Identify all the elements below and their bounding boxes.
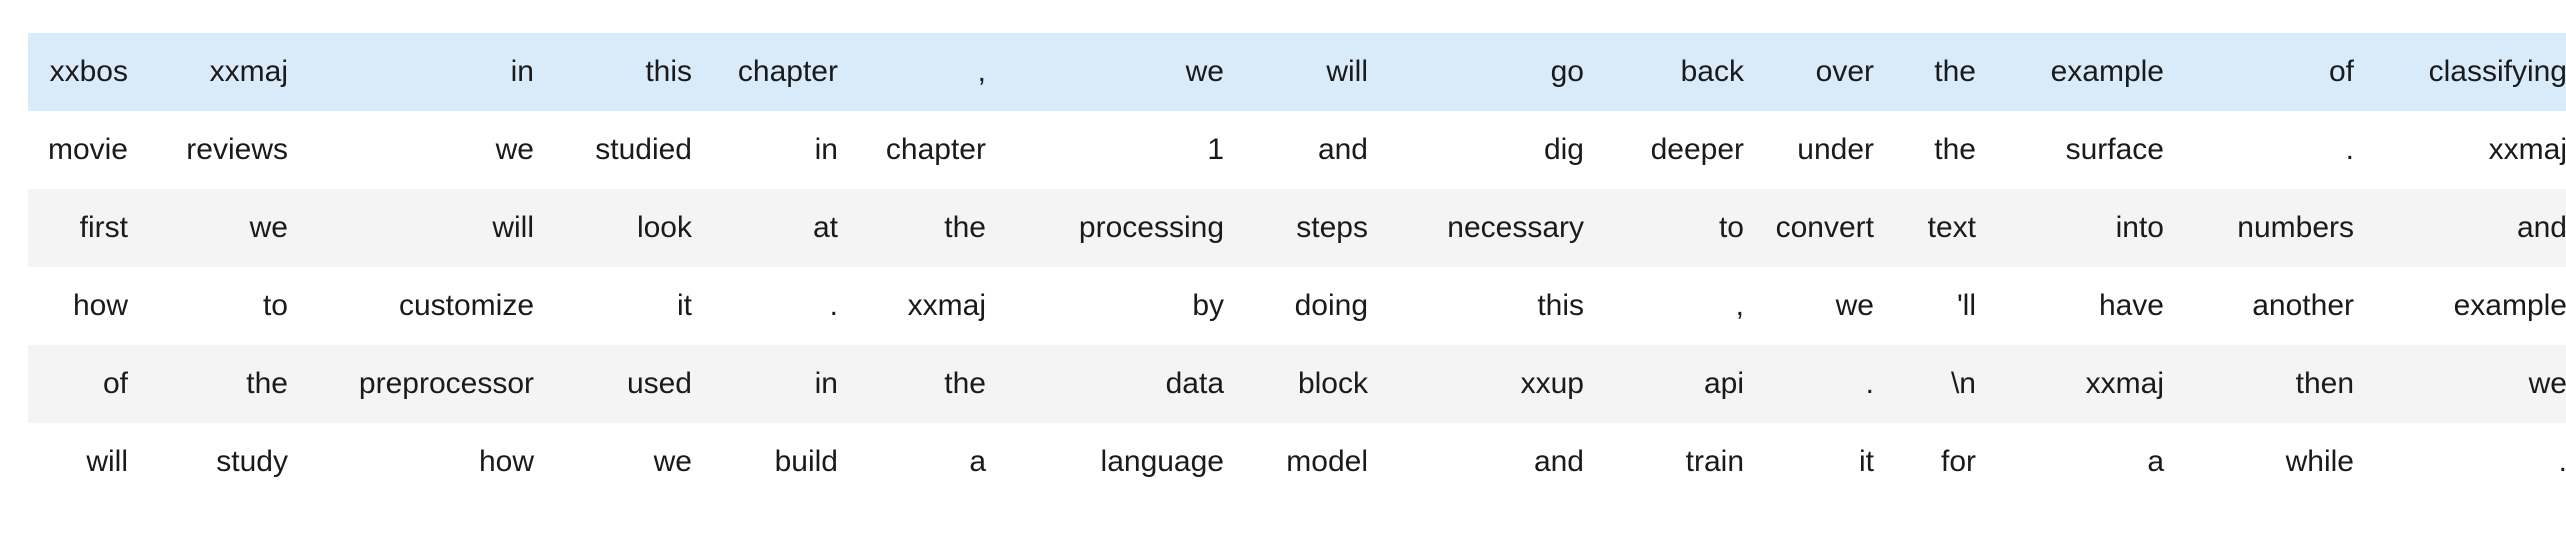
token-cell: into: [1994, 189, 2182, 267]
token-cell: dig: [1386, 111, 1602, 189]
token-cell: .: [710, 267, 856, 345]
token-cell: text: [1892, 189, 1994, 267]
token-cell: it: [552, 267, 710, 345]
table-row: movie reviews we studied in chapter 1 an…: [28, 111, 2566, 189]
table-row: will study how we build a language model…: [28, 423, 2566, 501]
token-cell: the: [1892, 111, 1994, 189]
token-table: xxbos xxmaj in this chapter , we will go…: [28, 33, 2566, 501]
token-cell: in: [710, 345, 856, 423]
token-cell: chapter: [710, 33, 856, 111]
token-cell: a: [856, 423, 1004, 501]
token-cell: .: [1762, 345, 1892, 423]
token-cell: block: [1242, 345, 1386, 423]
token-cell: it: [1762, 423, 1892, 501]
table-row: of the preprocessor used in the data blo…: [28, 345, 2566, 423]
token-cell: xxmaj: [1994, 345, 2182, 423]
token-cell: .: [2372, 423, 2566, 501]
token-cell: model: [1242, 423, 1386, 501]
token-cell: studied: [552, 111, 710, 189]
token-cell: we: [146, 189, 306, 267]
token-cell: convert: [1762, 189, 1892, 267]
token-cell: back: [1602, 33, 1762, 111]
token-cell: in: [710, 111, 856, 189]
token-cell: the: [1892, 33, 1994, 111]
token-cell: ,: [856, 33, 1004, 111]
table-row: xxbos xxmaj in this chapter , we will go…: [28, 33, 2566, 111]
table-row: how to customize it . xxmaj by doing thi…: [28, 267, 2566, 345]
token-cell: of: [28, 345, 146, 423]
token-cell: surface: [1994, 111, 2182, 189]
token-cell: a: [1994, 423, 2182, 501]
token-cell: deeper: [1602, 111, 1762, 189]
token-cell: to: [1602, 189, 1762, 267]
token-cell: the: [856, 345, 1004, 423]
token-cell: used: [552, 345, 710, 423]
token-cell: \n: [1892, 345, 1994, 423]
token-cell: go: [1386, 33, 1602, 111]
token-cell: xxmaj: [2372, 111, 2566, 189]
token-cell: we: [552, 423, 710, 501]
token-cell: first: [28, 189, 146, 267]
token-cell: over: [1762, 33, 1892, 111]
token-cell: reviews: [146, 111, 306, 189]
token-cell: xxmaj: [856, 267, 1004, 345]
token-cell: xxbos: [28, 33, 146, 111]
token-cell: the: [146, 345, 306, 423]
token-cell: 'll: [1892, 267, 1994, 345]
token-cell: how: [28, 267, 146, 345]
token-cell: example: [1994, 33, 2182, 111]
token-cell: we: [1004, 33, 1242, 111]
token-table-body: xxbos xxmaj in this chapter , we will go…: [28, 33, 2566, 501]
token-cell: necessary: [1386, 189, 1602, 267]
token-cell: train: [1602, 423, 1762, 501]
token-cell: language: [1004, 423, 1242, 501]
token-cell: for: [1892, 423, 1994, 501]
token-cell: and: [1386, 423, 1602, 501]
token-cell: look: [552, 189, 710, 267]
token-cell: we: [306, 111, 552, 189]
token-cell: xxmaj: [146, 33, 306, 111]
token-cell: study: [146, 423, 306, 501]
token-cell: while: [2182, 423, 2372, 501]
token-cell: this: [1386, 267, 1602, 345]
token-cell: will: [28, 423, 146, 501]
token-cell: build: [710, 423, 856, 501]
token-cell: chapter: [856, 111, 1004, 189]
token-cell: to: [146, 267, 306, 345]
token-cell: .: [2182, 111, 2372, 189]
token-cell: we: [2372, 345, 2566, 423]
token-cell: we: [1762, 267, 1892, 345]
token-cell: at: [710, 189, 856, 267]
token-cell: ,: [1602, 267, 1762, 345]
token-cell: example: [2372, 267, 2566, 345]
token-cell: the: [856, 189, 1004, 267]
token-cell: numbers: [2182, 189, 2372, 267]
token-cell: under: [1762, 111, 1892, 189]
token-cell: by: [1004, 267, 1242, 345]
token-cell: 1: [1004, 111, 1242, 189]
token-cell: movie: [28, 111, 146, 189]
token-cell: will: [306, 189, 552, 267]
token-cell: steps: [1242, 189, 1386, 267]
token-cell: another: [2182, 267, 2372, 345]
token-cell: of: [2182, 33, 2372, 111]
token-cell: processing: [1004, 189, 1242, 267]
token-cell: will: [1242, 33, 1386, 111]
token-cell: api: [1602, 345, 1762, 423]
token-cell: customize: [306, 267, 552, 345]
token-cell: then: [2182, 345, 2372, 423]
token-cell: data: [1004, 345, 1242, 423]
token-cell: and: [2372, 189, 2566, 267]
token-cell: this: [552, 33, 710, 111]
token-cell: how: [306, 423, 552, 501]
token-cell: preprocessor: [306, 345, 552, 423]
token-cell: classifying: [2372, 33, 2566, 111]
token-cell: have: [1994, 267, 2182, 345]
token-cell: and: [1242, 111, 1386, 189]
token-cell: in: [306, 33, 552, 111]
token-cell: xxup: [1386, 345, 1602, 423]
token-cell: doing: [1242, 267, 1386, 345]
table-row: first we will look at the processing ste…: [28, 189, 2566, 267]
